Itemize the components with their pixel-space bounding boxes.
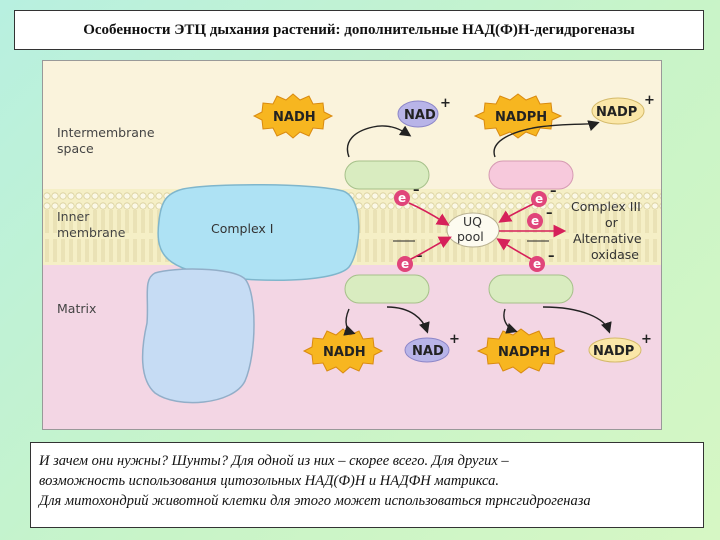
complex-iii-label-2: or	[605, 215, 619, 230]
nad-bottom-ellipse	[404, 337, 450, 363]
internal-nadh-dehydrogenase	[344, 274, 430, 304]
complex-iii-label-1: Complex III	[571, 199, 641, 214]
electron-arrow-bottom-left	[410, 236, 452, 260]
nadp-top-sup: +	[644, 93, 655, 108]
nad-top-label: NAD	[404, 108, 436, 123]
nad-bottom-sup: +	[449, 332, 460, 347]
external-nadh-dehydrogenase	[344, 160, 430, 190]
electron-3-e: e	[531, 214, 539, 228]
complex-iii-label-3: Alternative	[573, 231, 642, 246]
uq-pool	[446, 212, 500, 248]
nad-bottom-label: NAD	[412, 344, 444, 359]
nadph-top-label: NADPH	[495, 110, 547, 125]
electron-1-sign: –	[413, 183, 420, 198]
page-title: Особенности ЭТЦ дыхания растений: дополн…	[14, 10, 704, 50]
arrow-bottom-nadph	[503, 308, 518, 334]
nadh-bottom-label: NADH	[323, 345, 366, 360]
label-matrix: Matrix	[57, 301, 96, 316]
arrow-bottom-nadp	[542, 306, 612, 334]
label-inner-2: membrane	[57, 225, 126, 240]
electron-3: e –	[527, 206, 553, 229]
nadp-bottom-label: NADP	[593, 344, 634, 359]
nadp-bottom-ellipse	[588, 337, 642, 363]
arrow-top-nadh	[346, 125, 412, 158]
nadp-top-ellipse	[591, 97, 645, 125]
nadph-bottom-label: NADPH	[498, 345, 550, 360]
uq-pool-label-1: UQ	[463, 214, 482, 229]
nadp-bottom-sup: +	[641, 332, 652, 347]
label-intermembrane-1: Intermembrane	[57, 125, 155, 140]
caption-box: И зачем они нужны? Шунты? Для одной из н…	[30, 442, 704, 528]
caption-line-2: возможность использования цитозольных НА…	[39, 473, 499, 489]
electron-1-e: e	[398, 191, 406, 205]
nadh-top-label: NADH	[273, 110, 316, 125]
arrow-bottom-nad	[386, 306, 430, 334]
nadp-top-label: NADP	[596, 105, 637, 120]
electron-2-sign: –	[550, 184, 557, 199]
diagram: Intermembrane space Inner membrane Matri…	[42, 60, 662, 430]
electron-2-e: e	[535, 192, 543, 206]
electron-5-sign: –	[548, 249, 555, 264]
electron-4-sign: –	[416, 249, 423, 264]
complex-iii-label-4: oxidase	[591, 247, 639, 262]
uq-pool-label-2: pool	[457, 229, 484, 244]
nadh-bottom-burst	[302, 328, 384, 374]
internal-nadph-dehydrogenase	[488, 274, 574, 304]
electron-arrow-top-right	[498, 203, 534, 223]
electron-1: e –	[394, 183, 420, 206]
complex-i-label: Complex I	[211, 221, 274, 236]
label-inner-1: Inner	[57, 209, 90, 224]
nadh-top-burst	[252, 93, 334, 139]
nadph-bottom-burst	[476, 328, 566, 374]
complex-i-membrane-domain	[157, 183, 360, 281]
electron-arrow-bottom-right	[496, 238, 532, 260]
electron-5: e –	[529, 249, 555, 272]
nad-top-sup: +	[440, 96, 451, 111]
electron-5-e: e	[533, 257, 541, 271]
caption-line-3: Для митохондрий животной клетки для этог…	[39, 493, 591, 509]
electron-3-sign: –	[546, 206, 553, 221]
label-intermembrane-2: space	[57, 141, 94, 156]
electron-arrow-top-left	[408, 202, 450, 226]
arrow-top-nadph	[493, 120, 600, 158]
complex-i-matrix-arm	[141, 268, 255, 404]
electron-2: e –	[531, 184, 557, 207]
external-nadph-dehydrogenase	[488, 160, 574, 190]
electron-4: e –	[397, 249, 423, 272]
electron-4-e: e	[401, 257, 409, 271]
arrow-bottom-nadh	[343, 308, 356, 336]
caption-line-1: И зачем они нужны? Шунты? Для одной из н…	[39, 453, 509, 469]
nad-top-ellipse	[397, 100, 439, 128]
